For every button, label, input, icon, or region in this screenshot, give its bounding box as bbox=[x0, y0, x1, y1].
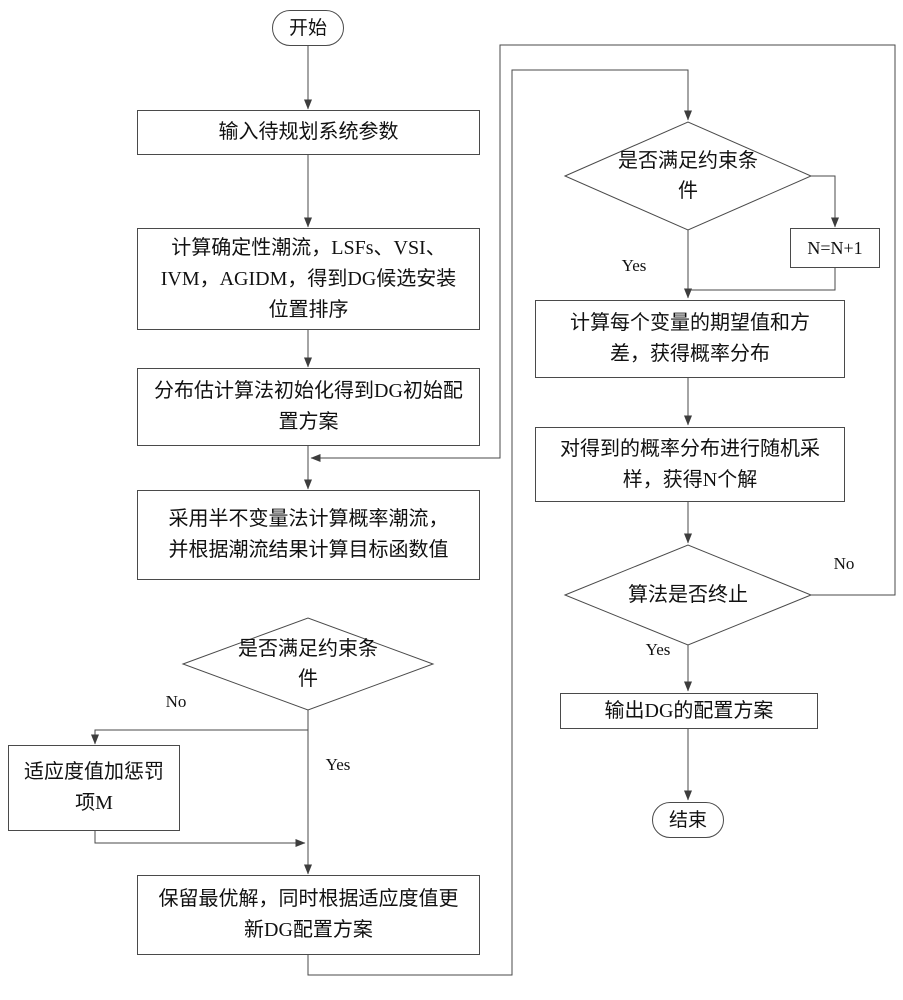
node-constraint-check-left: 是否满足约束条 件 bbox=[238, 638, 378, 690]
edge-constraint-right-to-increment bbox=[811, 175, 839, 228]
node-penalty: 适应度值加惩罚 项M bbox=[8, 745, 180, 831]
decision-diamond-constraint-right bbox=[563, 121, 813, 231]
node-output-dg: 输出DG的配置方案 bbox=[560, 693, 818, 729]
node-increment-n: N=N+1 bbox=[790, 228, 880, 268]
edge-keep-to-constraint-right bbox=[307, 69, 692, 976]
node-random-sampling: 对得到的概率分布进行随机采 样，获得N个解 bbox=[535, 427, 845, 502]
edge-constraint-no-to-penalty bbox=[91, 729, 308, 745]
edge-label-no-left: No bbox=[165, 692, 187, 711]
node-constraint-check-right: 是否满足约束条 件 bbox=[618, 150, 758, 202]
node-deterministic-flow: 计算确定性潮流，LSFs、VSI、 IVM，AGIDM，得到DG候选安装 位置排… bbox=[137, 228, 480, 330]
node-probabilistic-flow: 采用半不变量法计算概率潮流， 并根据潮流结果计算目标函数值 bbox=[137, 490, 480, 580]
node-expectation-variance: 计算每个变量的期望值和方 差，获得概率分布 bbox=[535, 300, 845, 378]
node-terminate-check: 算法是否终止 bbox=[628, 584, 748, 606]
edge-label-yes-left: Yes bbox=[325, 755, 351, 774]
edge-terminate-no-loop bbox=[310, 44, 896, 596]
edge-label-yes-bottom-right: Yes bbox=[645, 640, 671, 659]
edge-increment-merge bbox=[690, 268, 836, 291]
edge-label-yes-top-right: Yes bbox=[621, 256, 647, 275]
edge-label-no-bottom-right: No bbox=[833, 554, 855, 573]
edge-penalty-merge bbox=[94, 830, 306, 847]
node-start: 开始 bbox=[272, 10, 344, 46]
node-input-params: 输入待规划系统参数 bbox=[137, 110, 480, 155]
decision-diamond-terminate bbox=[563, 544, 813, 646]
node-end: 结束 bbox=[652, 802, 724, 838]
decision-diamond-constraint-left bbox=[181, 617, 435, 711]
node-eda-init: 分布估计算法初始化得到DG初始配 置方案 bbox=[137, 368, 480, 446]
node-keep-best: 保留最优解，同时根据适应度值更 新DG配置方案 bbox=[137, 875, 480, 955]
